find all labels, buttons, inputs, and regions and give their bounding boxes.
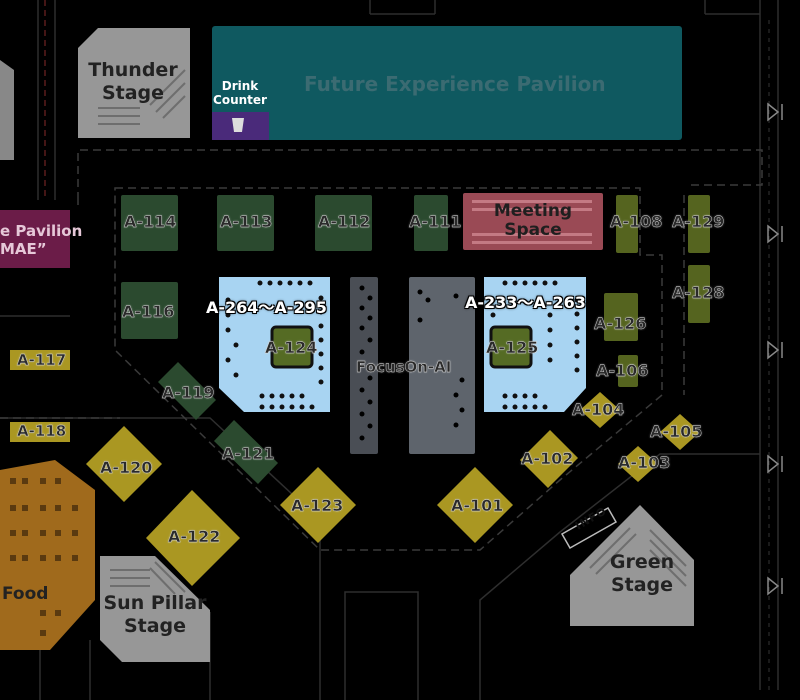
- floor-plan-graphics: [0, 0, 783, 700]
